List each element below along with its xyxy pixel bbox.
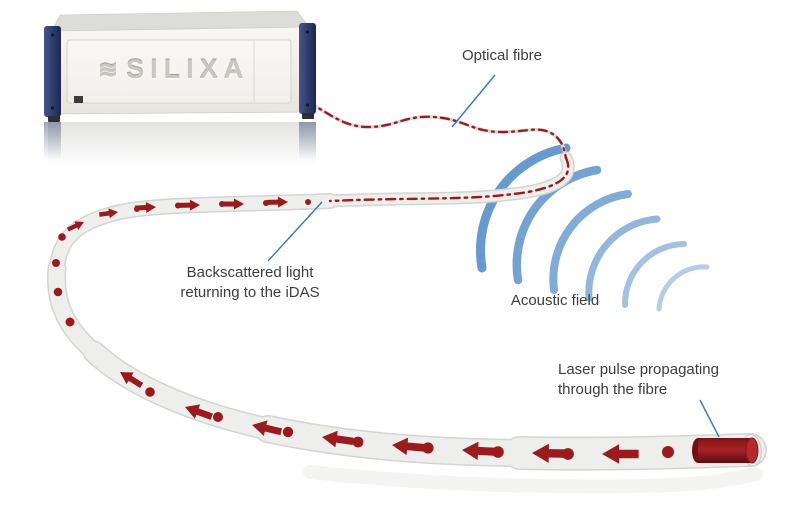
optical-fibre-leader	[451, 74, 496, 128]
optical-fibre-label: Optical fibre	[461, 47, 543, 64]
acoustic-field-arcs	[476, 143, 710, 312]
laser-pulse-leader	[699, 399, 720, 438]
brand-text: SILIXA	[126, 54, 250, 84]
backscatter-return-arrows	[116, 366, 674, 464]
thin-fibre-pulse-dashes	[306, 100, 568, 160]
mid-fibre-pulse-dashes	[328, 156, 570, 203]
acoustic-field-label: Acoustic field	[510, 292, 600, 309]
tube-reflection	[303, 465, 763, 494]
laser-pulse-label: Laser pulse propagating through the fibr…	[558, 360, 795, 399]
backscattered-line2: returning to the iDAS	[180, 283, 320, 301]
backscatter-mid-arrows	[52, 196, 311, 327]
device-button	[74, 96, 83, 103]
backscattered-leader	[267, 201, 323, 262]
device-reflection	[44, 122, 316, 166]
laser-pulse-line2: through the fibre	[558, 380, 668, 398]
idas-device	[44, 10, 316, 122]
laser-pulse-line1: Laser pulse propagating	[558, 361, 719, 378]
device-logo: ≋ SILIXA	[98, 54, 298, 85]
backscattered-line1: Backscattered light	[186, 264, 314, 281]
wave-icon: ≋	[98, 57, 119, 84]
backscattered-label: Backscattered light returning to the iDA…	[150, 263, 350, 302]
laser-pulse-cylinder	[692, 437, 759, 464]
leader-lines	[267, 74, 720, 438]
fibre-tube	[48, 153, 766, 470]
